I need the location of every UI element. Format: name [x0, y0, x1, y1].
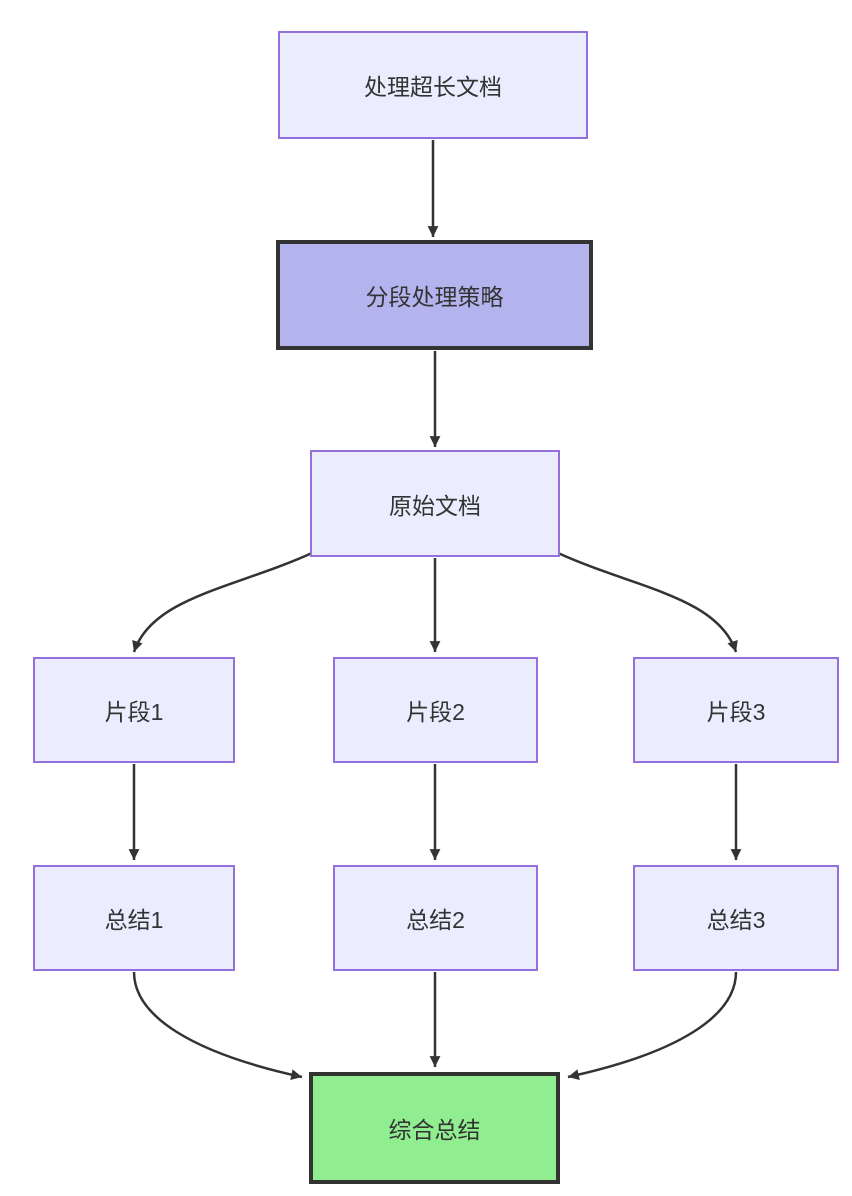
node-fragment-1: 片段1 [33, 657, 235, 763]
node-process-long-doc: 处理超长文档 [278, 31, 588, 139]
node-fragment-3: 片段3 [633, 657, 839, 763]
node-segmentation-strategy: 分段处理策略 [276, 240, 593, 350]
node-summary-3: 总结3 [633, 865, 839, 971]
edge-source-to-chunk3 [557, 551, 738, 653]
node-original-document: 原始文档 [310, 450, 560, 557]
edge-summary1-to-final [132, 971, 303, 1080]
edge-source-to-chunk1 [132, 551, 313, 653]
node-final-summary: 综合总结 [309, 1072, 560, 1184]
node-fragment-2: 片段2 [333, 657, 538, 763]
node-summary-1: 总结1 [33, 865, 235, 971]
edge-summary3-to-final [567, 971, 738, 1080]
node-summary-2: 总结2 [333, 865, 538, 971]
